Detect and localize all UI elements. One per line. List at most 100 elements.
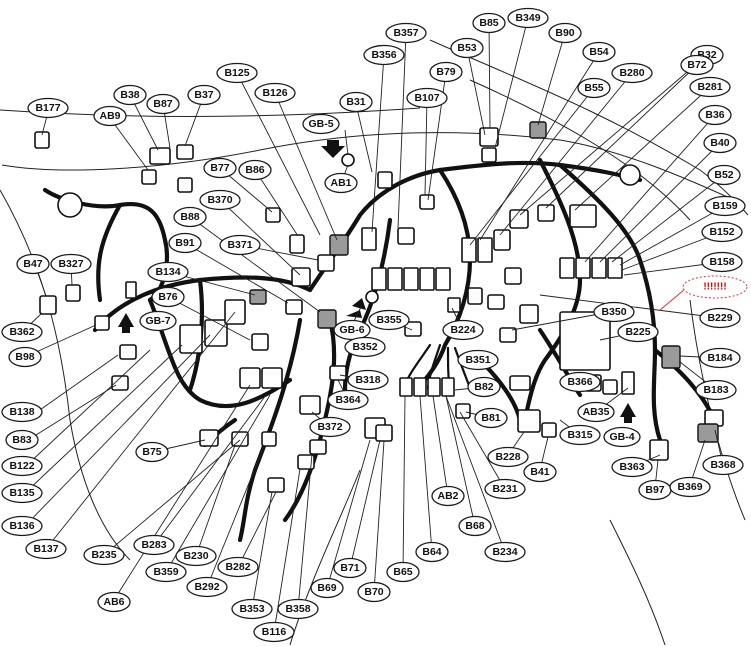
svg-text:B85: B85	[479, 17, 498, 29]
svg-text:B355: B355	[376, 314, 401, 326]
label-B183: B183	[695, 379, 737, 401]
svg-text:B76: B76	[158, 291, 177, 303]
label-B135: B135	[1, 482, 43, 504]
svg-text:B40: B40	[710, 137, 729, 149]
svg-text:B351: B351	[465, 354, 490, 366]
label-B158: B158	[701, 251, 743, 273]
svg-text:B64: B64	[422, 546, 441, 558]
label-AB6: AB6	[97, 591, 131, 613]
label-B159: B159	[704, 195, 746, 217]
svg-text:B77: B77	[210, 162, 229, 174]
svg-text:GB-5: GB-5	[308, 118, 333, 130]
label-B368: B368	[702, 454, 744, 476]
svg-text:B235: B235	[91, 549, 116, 561]
svg-text:B69: B69	[317, 582, 336, 594]
svg-text:B228: B228	[495, 451, 520, 463]
label-B363: B363	[611, 456, 653, 478]
label-B352: B352	[344, 336, 386, 358]
svg-text:B371: B371	[227, 239, 252, 251]
label-B126: B126	[254, 82, 296, 104]
label-B230: B230	[175, 545, 217, 567]
svg-text:B53: B53	[457, 42, 476, 54]
label-B318: B318	[347, 369, 389, 391]
label-B125: B125	[216, 62, 258, 84]
label-B71: B71	[333, 557, 367, 579]
label-AB9: AB9	[93, 105, 127, 127]
label-GB-5: GB-5	[302, 113, 340, 135]
label-B177: B177	[27, 97, 69, 119]
label-B138: B138	[1, 401, 43, 423]
label-B97: B97	[638, 479, 672, 501]
svg-text:B356: B356	[371, 49, 396, 61]
annotation-text: !!!!!!!	[703, 282, 726, 293]
label-B355: B355	[368, 309, 410, 331]
label-B77: B77	[203, 157, 237, 179]
label-B38: B38	[113, 84, 147, 106]
label-B91: B91	[168, 232, 202, 254]
svg-text:B90: B90	[555, 27, 574, 39]
svg-text:B98: B98	[15, 351, 34, 363]
svg-text:B97: B97	[645, 484, 664, 496]
label-GB-6: GB-6	[333, 319, 371, 341]
label-B75: B75	[135, 441, 169, 463]
svg-text:AB9: AB9	[99, 110, 120, 122]
label-B69: B69	[310, 577, 344, 599]
label-B85: B85	[472, 12, 506, 34]
svg-text:B47: B47	[23, 258, 42, 270]
svg-text:B135: B135	[9, 487, 34, 499]
label-B369: B369	[669, 476, 711, 498]
label-B98: B98	[8, 346, 42, 368]
label-B70: B70	[357, 581, 391, 603]
svg-text:B364: B364	[335, 394, 360, 406]
label-B228: B228	[487, 446, 529, 468]
label-B371: B371	[219, 234, 261, 256]
label-B229: B229	[699, 307, 741, 329]
label-B37: B37	[187, 84, 221, 106]
svg-text:B357: B357	[393, 27, 418, 39]
svg-text:B126: B126	[262, 87, 287, 99]
label-B357: B357	[385, 22, 427, 44]
svg-text:B152: B152	[709, 226, 734, 238]
svg-text:B368: B368	[710, 459, 735, 471]
label-B41: B41	[523, 461, 557, 483]
label-B225: B225	[617, 321, 659, 343]
label-B72: B72	[680, 54, 714, 76]
svg-text:B353: B353	[239, 603, 264, 615]
label-B122: B122	[1, 455, 43, 477]
svg-text:B159: B159	[712, 200, 737, 212]
label-B107: B107	[406, 87, 448, 109]
svg-text:B363: B363	[619, 461, 644, 473]
label-AB2: AB2	[431, 485, 465, 507]
label-B136: B136	[1, 515, 43, 537]
svg-text:B234: B234	[492, 546, 517, 558]
label-B281: B281	[689, 76, 731, 98]
svg-text:AB2: AB2	[437, 490, 458, 502]
label-B351: B351	[457, 349, 499, 371]
svg-text:B370: B370	[207, 194, 232, 206]
svg-text:B372: B372	[317, 421, 342, 433]
svg-text:B86: B86	[245, 164, 264, 176]
label-B79: B79	[429, 61, 463, 83]
svg-text:B281: B281	[697, 81, 722, 93]
svg-text:B184: B184	[707, 352, 732, 364]
label-B53: B53	[450, 37, 484, 59]
label-B137: B137	[25, 538, 67, 560]
svg-text:B366: B366	[567, 376, 592, 388]
svg-text:B358: B358	[285, 603, 310, 615]
svg-text:B137: B137	[33, 543, 58, 555]
svg-text:B83: B83	[12, 434, 31, 446]
svg-text:B138: B138	[9, 406, 34, 418]
svg-text:AB35: AB35	[583, 406, 610, 418]
svg-text:B82: B82	[474, 381, 493, 393]
svg-text:B292: B292	[194, 581, 219, 593]
svg-text:B91: B91	[175, 237, 194, 249]
label-B184: B184	[699, 347, 741, 369]
label-GB-7: GB-7	[139, 310, 177, 332]
svg-text:B177: B177	[35, 102, 60, 114]
label-B86: B86	[238, 159, 272, 181]
label-GB-4: GB-4	[603, 426, 641, 448]
svg-text:B134: B134	[155, 266, 180, 278]
label-AB1: AB1	[324, 172, 358, 194]
svg-text:B352: B352	[352, 341, 377, 353]
svg-text:B136: B136	[9, 520, 34, 532]
